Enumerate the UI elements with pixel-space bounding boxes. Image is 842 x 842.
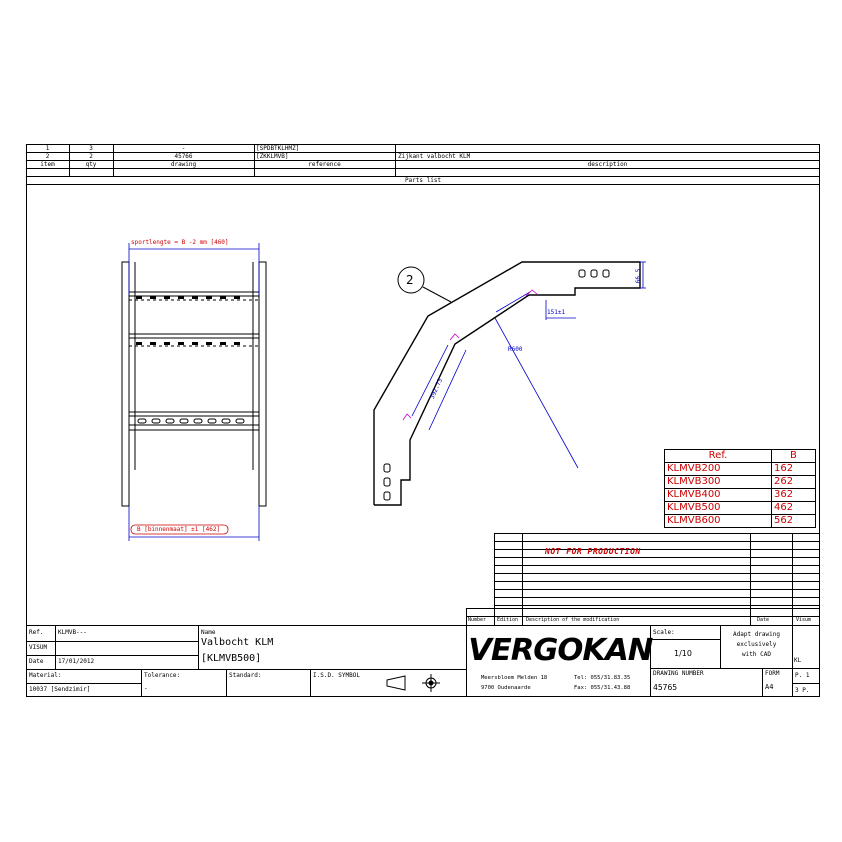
adapt-line-2: exclusively <box>736 641 777 648</box>
form-label: FORM <box>765 670 780 677</box>
revision-header-edition: Edition <box>497 617 519 623</box>
parts-row-1-item: 1 <box>45 145 50 152</box>
name-line-2: [KLMVB500] <box>201 653 262 664</box>
adapt-line-1: Adapt drawing <box>733 631 780 638</box>
parts-row-2-description: Zijkant valbocht KLM <box>398 153 471 160</box>
parts-row-2-drawing: 45766 <box>174 153 193 160</box>
adapt-line-3: with CAD <box>742 651 771 658</box>
revision-header-visum: Visum <box>796 617 812 623</box>
b-header: B <box>770 449 817 463</box>
date-label: Date <box>29 658 44 665</box>
rung-slots <box>136 296 240 345</box>
parts-row-2-reference: [ZKKLMVB] <box>256 153 289 160</box>
sportlengte-label: sportlengte = B -2 mm [460] <box>131 239 229 246</box>
revision-header-date: Date <box>757 617 770 623</box>
telephone: Tel: 055/31.83.35 <box>574 675 631 681</box>
front-dimensions <box>128 243 260 541</box>
page-count: 3 P. <box>795 687 810 694</box>
leader-lines <box>397 266 452 303</box>
tolerance-label: Tolerance: <box>144 672 181 679</box>
b-cell: 362 <box>770 488 817 502</box>
fax: Fax: 055/31.43.88 <box>574 685 631 691</box>
dim-151: 151±1 <box>547 309 566 316</box>
form-value: A4 <box>765 683 774 691</box>
ref-cell: KLMVB500 <box>664 501 772 515</box>
company-logo: VERGOKAN <box>468 633 653 668</box>
ref-cell: KLMVB300 <box>664 475 772 489</box>
address-line-1: Meersbloem Melden 18 <box>481 675 548 681</box>
scale-label: Scale: <box>653 629 675 636</box>
address-line-2: 9700 Oudenaarde <box>481 685 531 691</box>
kl-label: KL <box>794 657 802 664</box>
standard-label: Standard: <box>229 672 262 679</box>
dim-r600: R600 <box>508 346 523 353</box>
dim-66-5: 66.5 <box>635 268 643 284</box>
parts-row-1-reference: [SPDBTKLHMZ] <box>256 145 300 152</box>
tolerance-value: - <box>144 685 148 692</box>
parts-row-2-item: 2 <box>45 153 50 160</box>
part-balloon-number: 2 <box>406 273 414 287</box>
ref-label: Ref. <box>29 629 44 636</box>
parts-row-1-qty: 3 <box>89 145 93 152</box>
drawing-frame <box>26 144 820 697</box>
parts-header-drawing: drawing <box>170 161 197 168</box>
parts-header-item: item <box>40 161 55 168</box>
ref-header: Ref. <box>664 449 772 463</box>
binnenmaat-label: B [binnenmaat] ±1 [462] <box>137 526 221 533</box>
ref-cell: KLMVB200 <box>664 462 772 476</box>
ref-cell: KLMVB600 <box>664 514 772 528</box>
not-for-production-stamp: NOT FOR PRODUCTION <box>545 547 641 556</box>
ref-cell: KLMVB400 <box>664 488 772 502</box>
side-view <box>373 261 641 506</box>
drawing-number: 45765 <box>653 683 678 692</box>
revision-header-description: Description of the modification <box>526 617 620 623</box>
side-dimensions <box>411 261 646 469</box>
page-number: P. 1 <box>795 672 810 679</box>
parts-row-2-qty: 2 <box>89 153 93 160</box>
name-line-1: Valbocht KLM <box>201 637 274 648</box>
drawing-number-label: DRAWING NUMBER <box>653 670 704 677</box>
parts-header-qty: qty <box>85 161 97 168</box>
name-label: Name <box>201 629 216 636</box>
material-value: 10037 [Sendzimir] <box>29 686 91 693</box>
side-view-holes <box>383 269 610 501</box>
parts-row-1-drawing: - <box>181 145 186 152</box>
rung-holes <box>137 418 245 424</box>
parts-list-title: Parts list <box>404 177 442 184</box>
b-cell: 262 <box>770 475 817 489</box>
revision-header-number: Number <box>468 617 487 623</box>
isd-symbol-label: I.S.D. SYMBOL <box>313 672 360 679</box>
ref-value: KLMVB--- <box>58 629 87 636</box>
visum-label: VISUM <box>29 644 48 651</box>
b-cell: 562 <box>770 514 817 528</box>
scale-value: 1/10 <box>674 649 692 658</box>
parts-header-description: description <box>587 161 628 168</box>
b-cell: 162 <box>770 462 817 476</box>
b-cell: 462 <box>770 501 817 515</box>
parts-header-reference: reference <box>308 161 341 168</box>
material-label: Material: <box>29 672 62 679</box>
isd-symbol <box>386 674 440 692</box>
date-value: 17/01/2012 <box>58 658 95 665</box>
balloon-circle <box>397 266 425 294</box>
magenta-marks <box>402 289 538 421</box>
